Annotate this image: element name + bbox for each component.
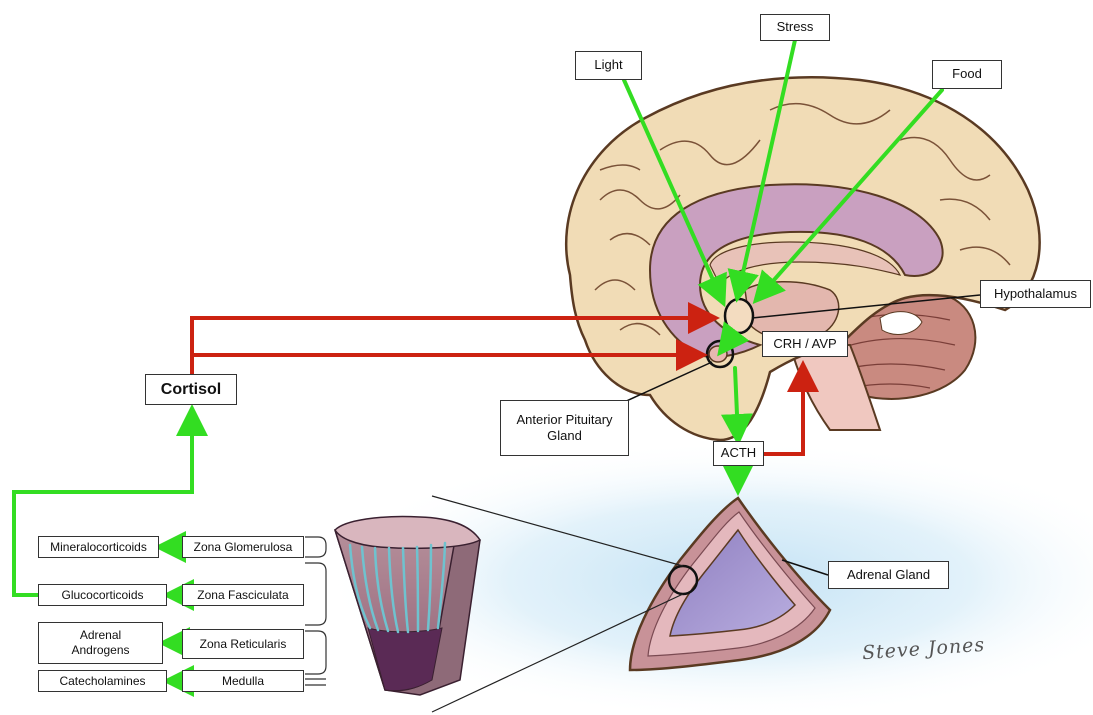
hypothalamus-label: Hypothalamus <box>980 280 1091 308</box>
zona-fasciculata-label: Zona Fasciculata <box>182 584 304 606</box>
hypothalamus-marker <box>725 299 753 333</box>
anterior-pituitary-label: Anterior Pituitary Gland <box>500 400 629 456</box>
food-label: Food <box>932 60 1002 89</box>
mineralocorticoids-label: Mineralocorticoids <box>38 536 159 558</box>
adrenal-gland-label: Adrenal Gland <box>828 561 949 589</box>
cortisol-label: Cortisol <box>145 374 237 405</box>
adrenal-androgens-label: Adrenal Androgens <box>38 622 163 664</box>
crh-avp-label: CRH / AVP <box>762 331 848 357</box>
catecholamines-label: Catecholamines <box>38 670 167 692</box>
stress-label: Stress <box>760 14 830 41</box>
glucocorticoids-label: Glucocorticoids <box>38 584 167 606</box>
glucocorticoids-to-cortisol-arrow <box>14 412 192 595</box>
zone-brackets <box>305 537 326 685</box>
zona-glomerulosa-label: Zona Glomerulosa <box>182 536 304 558</box>
light-label: Light <box>575 51 642 80</box>
medulla-label: Medulla <box>182 670 304 692</box>
acth-label: ACTH <box>713 441 764 466</box>
zona-reticularis-label: Zona Reticularis <box>182 629 304 659</box>
